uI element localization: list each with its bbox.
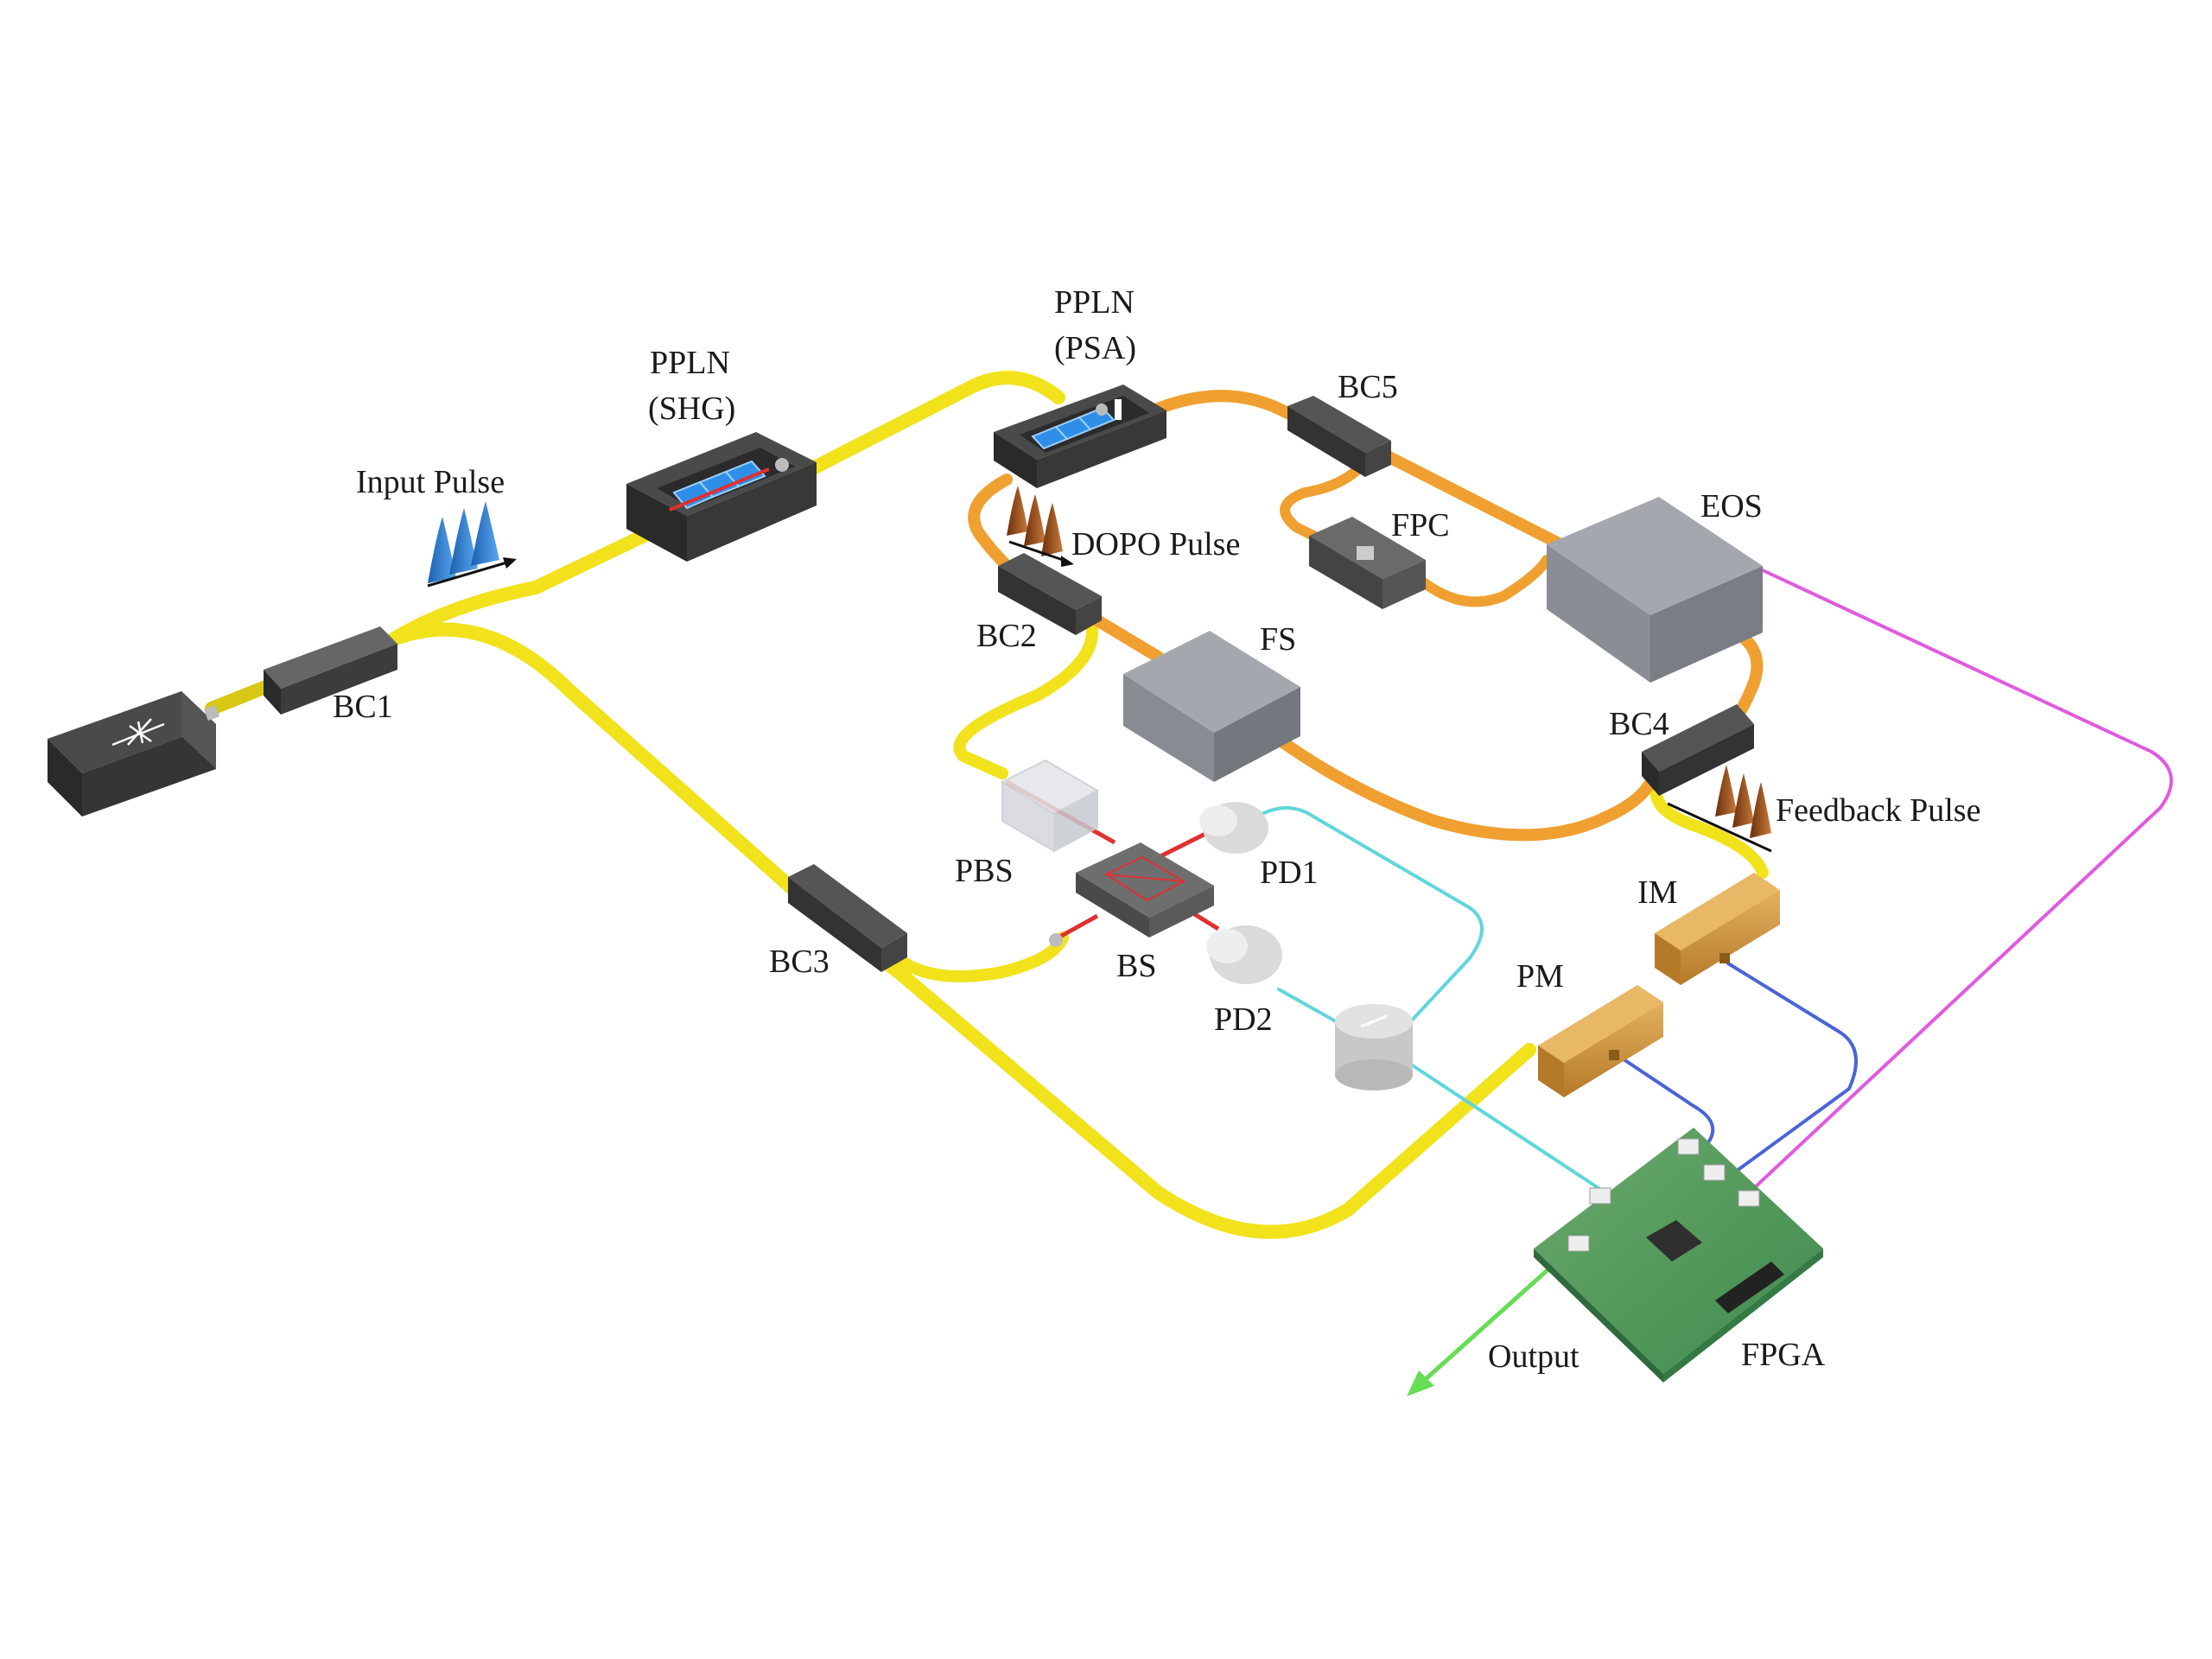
label-bc5: BC5 [1338, 369, 1398, 405]
orange-fiber-bc2-fs [1091, 614, 1164, 663]
ppln-shg-gratings [672, 460, 766, 510]
orange-fiber-fs-bc4 [1260, 724, 1661, 842]
label-pm: PM [1516, 958, 1564, 995]
input-pulse-icon [427, 501, 517, 588]
bc4-coupler [1642, 704, 1754, 796]
yellow-fiber-bc1-bc3-loop [386, 622, 1536, 1239]
eos-box [1547, 497, 1763, 683]
label-bc3: BC3 [769, 944, 830, 980]
laser-source [48, 691, 219, 817]
ppln-shg-crystal [626, 432, 817, 562]
label-ppln-psa-2: (PSA) [1054, 330, 1136, 366]
pd2-detector [1206, 925, 1282, 984]
fpga-board [1534, 1128, 1823, 1382]
fs-box [1123, 631, 1300, 782]
bc2-coupler [998, 553, 1102, 635]
fpga-ports [1567, 1138, 1760, 1252]
label-dopo-pulse: DOPO Pulse [1071, 526, 1240, 563]
label-ppln-shg-2: (SHG) [648, 391, 735, 427]
label-pd1: PD1 [1260, 855, 1319, 891]
label-bs: BS [1116, 948, 1156, 984]
label-im: IM [1637, 874, 1677, 911]
magenta-cable-eos [1752, 569, 2173, 1190]
label-fpc: FPC [1391, 507, 1450, 543]
label-bc2: BC2 [976, 618, 1037, 654]
label-ppln-shg-1: PPLN [650, 345, 730, 381]
orange-fiber-bc5-eos [1376, 448, 1570, 552]
label-fpga: FPGA [1741, 1337, 1826, 1373]
label-ppln-psa-1: PPLN [1054, 284, 1135, 321]
blue-cable-im [1726, 962, 1858, 1173]
fpc-controller [1309, 517, 1426, 609]
pm-modulator [1538, 985, 1663, 1097]
bs-splitter [1049, 842, 1214, 947]
yellow-fiber-bc3-bs [893, 931, 1069, 982]
output-arrowhead [1407, 1370, 1434, 1396]
label-fs: FS [1260, 621, 1296, 658]
feedback-pulse-icon [1667, 765, 1772, 853]
yellow-fiber-bc4-im [1649, 776, 1769, 879]
yellow-fiber-bc2-pbs [953, 609, 1098, 779]
pd1-detector [1199, 802, 1268, 854]
dopo-pulse-icon [1007, 486, 1074, 567]
bc1-coupler [264, 626, 397, 715]
pbs-cube [1000, 759, 1100, 853]
fpga-connector-strip [1715, 1262, 1784, 1313]
label-output: Output [1488, 1338, 1580, 1375]
label-pd2: PD2 [1214, 1001, 1273, 1038]
laser-warning-icon [111, 718, 165, 747]
orange-fiber-psa-bc5 [1147, 390, 1294, 419]
labels: PPLN (SHG) PPLN (PSA) Input Pulse DOPO P… [333, 284, 1980, 1375]
fpga-chip [1646, 1220, 1702, 1262]
label-feedback-pulse: Feedback Pulse [1776, 792, 1980, 829]
cyan-cable-to-fpga [1407, 1061, 1600, 1190]
orange-fiber-psa-bc2 [968, 474, 1017, 576]
label-eos: EOS [1700, 488, 1763, 524]
label-bc1: BC1 [333, 689, 393, 725]
bc5-coupler [1287, 396, 1391, 477]
im-modulator [1655, 873, 1780, 985]
yellow-fiber-bc1-shg [386, 518, 672, 646]
yellow-fiber-shg-psa [801, 371, 1065, 478]
rf-splitter-cylinder [1335, 1004, 1413, 1090]
label-pbs: PBS [955, 853, 1014, 889]
label-bc4: BC4 [1609, 706, 1669, 742]
cyan-cable-pd1 [1255, 806, 1484, 1026]
label-input-pulse: Input Pulse [356, 464, 505, 500]
ppln-psa-crystal [994, 385, 1166, 488]
bc3-coupler [788, 864, 907, 972]
